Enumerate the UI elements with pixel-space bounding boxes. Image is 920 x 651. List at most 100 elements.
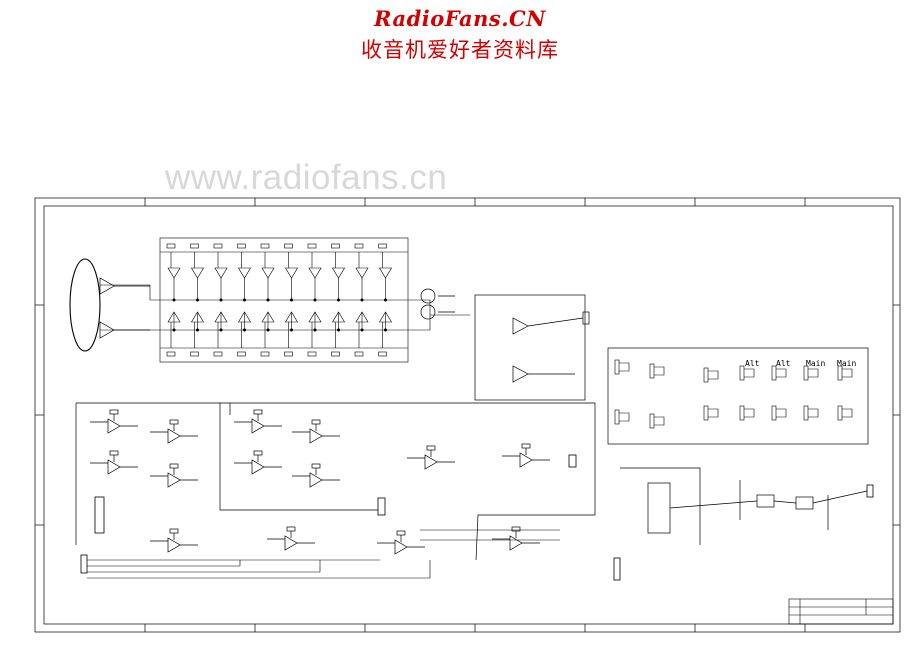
jack-symbol <box>703 405 719 421</box>
opamp-stage <box>150 528 198 553</box>
opamp-stage <box>292 463 340 488</box>
opamp-symbol <box>167 267 181 279</box>
watermark: www.radiofans.cn <box>165 158 448 197</box>
filter-stage <box>307 243 322 357</box>
jack-body <box>739 365 745 381</box>
junction-dot <box>196 298 200 302</box>
component-symbol <box>331 351 340 357</box>
component-symbol <box>213 243 223 249</box>
component-symbol <box>521 443 531 449</box>
jack-body <box>649 413 655 429</box>
junction-dot <box>383 298 387 302</box>
component-symbol <box>166 243 176 249</box>
jack-label-alt-2: Alt <box>776 359 791 368</box>
filter-stage <box>331 243 346 357</box>
jack-body <box>614 409 620 425</box>
opamp-stage <box>90 450 138 475</box>
component-symbol <box>213 351 223 357</box>
opamp-stage <box>150 419 198 444</box>
power-section <box>620 467 868 545</box>
jack-panel <box>607 347 869 445</box>
opamp-symbol <box>308 267 322 279</box>
opamp-stage <box>234 409 282 434</box>
component-symbol <box>237 351 246 357</box>
component-symbol <box>354 243 364 249</box>
opamp-stage <box>492 526 540 551</box>
opamp-symbol <box>284 535 298 551</box>
jack-body <box>771 405 777 421</box>
opamp-symbol <box>519 452 533 468</box>
component-symbol <box>286 526 296 532</box>
jack-contact <box>776 408 787 418</box>
jack-symbol <box>649 413 665 429</box>
jack-symbol <box>837 405 853 421</box>
component-symbol <box>190 351 199 357</box>
jack-symbol <box>739 405 755 421</box>
jack-symbol <box>739 365 755 381</box>
input-opamps <box>99 277 150 339</box>
opamp-symbol <box>251 418 265 434</box>
component-symbol <box>109 450 119 456</box>
junction-dot <box>383 328 387 332</box>
filter-stage <box>166 243 181 357</box>
input-ellipse <box>69 258 101 352</box>
jack-symbol <box>614 409 630 425</box>
bottom-bus <box>87 529 560 579</box>
component-symbol <box>511 526 521 532</box>
component-symbol <box>284 351 293 357</box>
filter-stage <box>260 243 275 357</box>
filter-bank-wiring <box>100 237 470 363</box>
component-symbol <box>260 351 270 357</box>
lower-block-outline <box>75 402 596 561</box>
jack-symbol <box>703 367 719 383</box>
junction-dot <box>336 298 340 302</box>
component-symbol <box>378 243 387 249</box>
site-subtitle: 收音机爱好者资料库 <box>361 38 559 62</box>
jack-contact <box>619 412 630 422</box>
jack-body <box>837 405 843 421</box>
component-symbol <box>253 450 263 456</box>
jack-body <box>739 405 745 421</box>
component-symbol <box>331 243 340 249</box>
component-symbol <box>169 463 179 469</box>
component-symbol <box>311 419 321 425</box>
jack-body <box>771 365 777 381</box>
junction-dot <box>360 298 364 302</box>
component-symbol <box>169 528 179 534</box>
opamp-symbol <box>509 535 523 551</box>
filter-bank <box>166 243 393 357</box>
opamp-stage <box>502 443 550 468</box>
opamp-stage <box>90 409 138 434</box>
jack-symbol <box>803 405 819 421</box>
opamp-stage <box>267 526 315 551</box>
jack-body <box>803 365 809 381</box>
component-symbol <box>190 243 199 249</box>
jack-contact <box>808 408 819 418</box>
junction-dot <box>266 298 270 302</box>
filter-stage <box>378 243 393 357</box>
middle-opamp-section <box>474 294 590 401</box>
jack-contact <box>654 366 665 376</box>
junction-dot <box>219 298 223 302</box>
opamp-symbol <box>107 459 121 475</box>
junction-dot <box>266 328 270 332</box>
component-symbol <box>253 409 263 415</box>
jack-symbol <box>771 405 787 421</box>
opamp-stage <box>234 450 282 475</box>
jack-symbol <box>771 365 787 381</box>
component-symbol <box>354 351 364 357</box>
junction-dot <box>219 328 223 332</box>
jack-body <box>649 363 655 379</box>
opamp-symbol <box>214 267 228 279</box>
filter-stage <box>284 243 299 357</box>
component-symbol <box>237 243 246 249</box>
junction-dot <box>289 298 293 302</box>
opamp-stage <box>407 445 455 470</box>
filter-stage <box>190 243 205 357</box>
opamp-symbol <box>190 267 205 279</box>
component-symbol <box>169 419 179 425</box>
jack-label-main-1: Main <box>806 359 826 368</box>
jack-symbol <box>649 363 665 379</box>
opamp-symbol <box>424 454 438 470</box>
